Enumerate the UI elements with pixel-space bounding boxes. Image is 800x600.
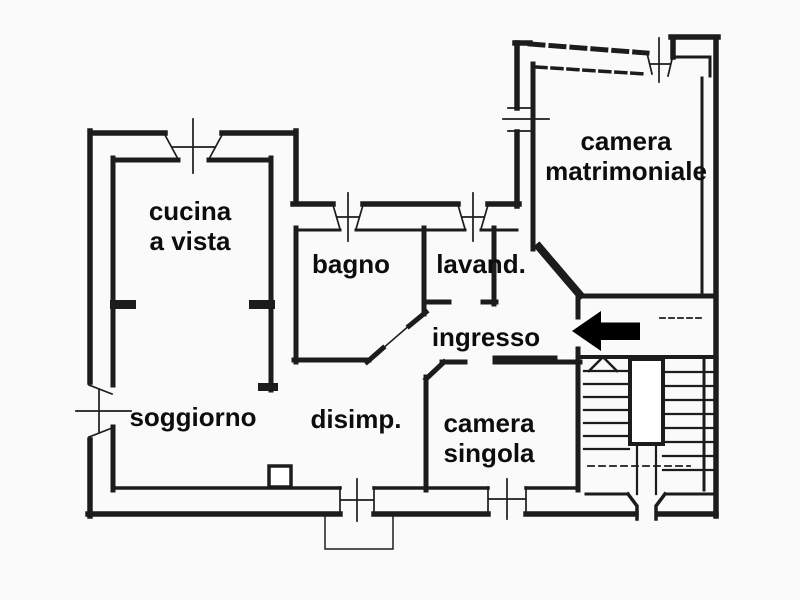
room-label-line: a vista — [149, 226, 231, 256]
room-label-cucina-a-vista: cucina a vista — [149, 196, 231, 256]
window-cucina-top — [163, 118, 224, 174]
room-label-lavanderia: lavand. — [436, 249, 526, 279]
wall-camera-singola — [422, 358, 583, 493]
window-bagno — [331, 192, 365, 242]
room-label-bagno: bagno — [312, 249, 390, 279]
window-soggiorno-left — [75, 383, 132, 439]
room-label-line: camera — [580, 126, 672, 156]
stair-newel-core — [628, 357, 665, 446]
window-french-door-soggiorno — [339, 478, 375, 522]
inner-face-corner-block — [674, 55, 712, 78]
door-leaf-bagno — [379, 322, 413, 352]
window-camera-singola — [487, 478, 527, 520]
wall-bagno — [291, 225, 427, 365]
pillar-soggiorno — [267, 464, 293, 489]
inner-face-right-wall — [700, 76, 706, 492]
stair-exit-funnel — [625, 491, 668, 521]
stair-steps-left-flight — [582, 369, 631, 451]
stair-lower-channel — [635, 442, 658, 496]
wall-lavanderia — [425, 225, 499, 307]
room-label-line: cucina — [148, 196, 232, 226]
wall-cucina-inner — [110, 155, 274, 493]
exterior-walls — [85, 34, 721, 519]
room-label-disimpegno: disimp. — [310, 404, 402, 434]
room-label-camera-matrimoniale: camera matrimoniale — [545, 126, 707, 186]
interior-walls — [110, 61, 719, 493]
cap-cucina-right — [249, 300, 275, 309]
staircase — [580, 355, 716, 521]
outer-wall-camera-top-dashed — [527, 41, 650, 56]
room-label-line: singola — [443, 438, 535, 468]
window-lavanderia — [456, 192, 490, 242]
cap-cucina-left — [110, 300, 136, 309]
window-camera-top — [645, 37, 675, 83]
wall-caps — [110, 300, 278, 391]
balcony-outline — [324, 513, 394, 550]
cap-disimpegno-wall — [258, 383, 278, 391]
dashed-inner-camera-top — [534, 65, 647, 76]
outer-wall-left-block — [87, 40, 522, 519]
room-label-camera-singola: camera singola — [443, 408, 534, 468]
stair-direction-chevron — [587, 355, 619, 373]
entrance-arrow-icon — [572, 311, 640, 351]
interior-walls-thin — [111, 55, 714, 496]
windows — [75, 37, 675, 550]
door-camera-matrimoniale-diagonal — [533, 241, 586, 301]
room-label-ingresso: ingresso — [431, 322, 541, 352]
outer-wall-top-right-corner — [668, 34, 721, 519]
room-label-soggiorno: soggiorno — [129, 402, 257, 432]
room-label-line: matrimoniale — [545, 156, 707, 186]
window-camera-left — [502, 107, 550, 132]
wall-camera-matrimoniale — [530, 61, 719, 299]
stair-steps-right-flight — [661, 370, 716, 472]
room-label-line: camera — [443, 408, 535, 438]
